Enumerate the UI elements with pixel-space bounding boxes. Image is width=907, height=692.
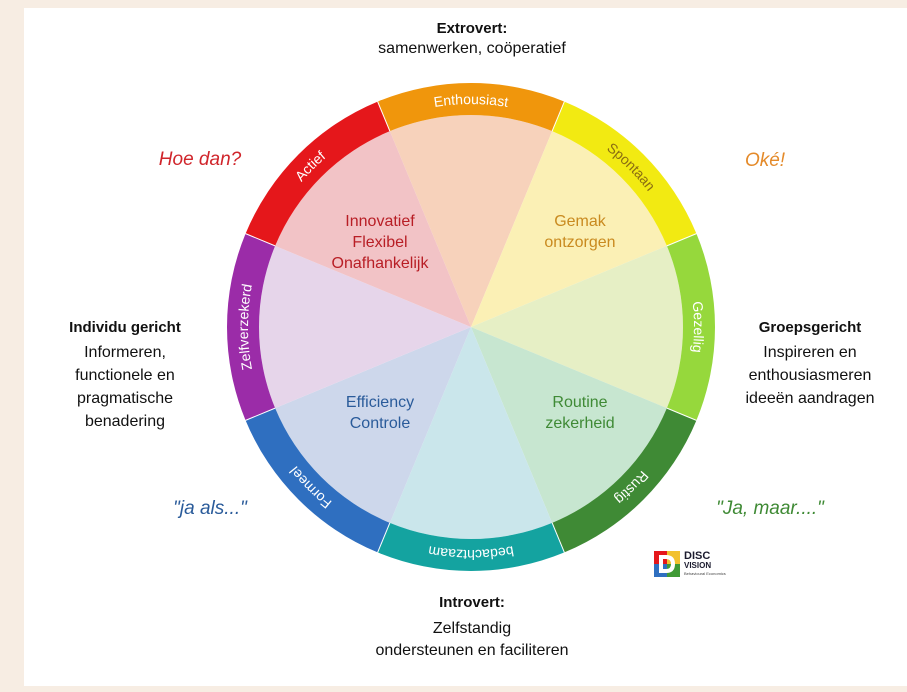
ring-segment-5 <box>245 408 390 553</box>
ring-divider-2 <box>666 233 697 247</box>
red-quadrant-text-3: Onafhankelijk <box>331 255 429 272</box>
individu-title: Individu gericht <box>69 319 181 336</box>
green-quadrant-text-2: zekerheid <box>545 415 615 432</box>
quote-ja-maar: "Ja, maar...." <box>716 498 824 519</box>
ring-label-2: Gezellig <box>690 301 707 354</box>
ring-divider-5 <box>377 522 391 553</box>
logo-word-vision: VISION <box>684 561 712 570</box>
blue-quadrant-text-2: Controle <box>349 415 411 432</box>
logo-word-disc: DISC <box>684 550 711 562</box>
ring-segment-7 <box>245 101 390 246</box>
ring-divider-3 <box>666 407 697 421</box>
groep-line1: Inspireren en <box>763 344 857 361</box>
groep-line2: enthousiasmeren <box>748 367 872 384</box>
ring-segment-2 <box>666 233 715 421</box>
frame-top <box>24 0 907 8</box>
extrovert-subtitle: samenwerken, coöperatief <box>378 40 566 57</box>
ring-divider-0 <box>377 101 391 132</box>
ring-segment-4 <box>377 522 565 571</box>
ring-label-4: bedachtzaam <box>427 543 515 563</box>
inner-sector-0 <box>389 115 553 327</box>
individu-line3: pragmatische <box>76 390 174 407</box>
red-quadrant-text-2: Flexibel <box>352 234 408 251</box>
individu-line2: functionele en <box>75 367 175 384</box>
extrovert-title: Extrovert: <box>436 20 508 37</box>
individu-line4: benadering <box>84 413 166 430</box>
disc-vision-logo-icon <box>654 551 680 577</box>
ring-segment-1 <box>552 101 697 246</box>
ring-divider-7 <box>245 233 276 247</box>
groep-line3: ideeën aandragen <box>745 390 875 407</box>
quote-hoe-dan: Hoe dan? <box>158 149 242 170</box>
inner-sector-2 <box>471 245 683 409</box>
ring-segment-6 <box>227 233 276 421</box>
inner-sector-1 <box>471 131 667 327</box>
ring-label-0: Enthousiast <box>433 91 510 110</box>
logo-subtitle: Behavioural Economics <box>684 571 726 576</box>
ring-label-6: Zelfverzekerd <box>235 283 255 372</box>
yellow-quadrant-text-1: Gemak <box>554 213 606 230</box>
inner-sector-6 <box>259 245 471 409</box>
ring-segment-0 <box>377 83 565 132</box>
ring-divider-6 <box>245 407 276 421</box>
ring-divider-4 <box>551 522 565 553</box>
blue-quadrant-text-1: Efficiency <box>345 394 415 411</box>
ring-divider-1 <box>551 101 565 132</box>
groep-title: Groepsgericht <box>758 319 862 336</box>
introvert-title: Introvert: <box>439 594 505 611</box>
introvert-line2: ondersteunen en faciliteren <box>375 642 569 659</box>
ring-segment-3 <box>552 408 697 553</box>
disc-vision-logo: DISC VISION Behavioural Economics <box>654 549 732 581</box>
frame-bottom <box>24 686 907 692</box>
inner-sector-3 <box>471 327 667 523</box>
inner-sector-5 <box>275 327 471 523</box>
quote-ja-als: "ja als..." <box>173 498 247 519</box>
introvert-line1: Zelfstandig <box>432 620 512 637</box>
quote-oke: Oké! <box>744 150 786 171</box>
frame-left <box>0 0 24 692</box>
individu-line1: Informeren, <box>84 344 166 361</box>
green-quadrant-text-1: Routine <box>552 394 608 411</box>
inner-sector-7 <box>275 131 471 327</box>
inner-sector-4 <box>389 327 553 540</box>
yellow-quadrant-text-2: ontzorgen <box>544 234 616 251</box>
red-quadrant-text-1: Innovatief <box>345 213 415 230</box>
